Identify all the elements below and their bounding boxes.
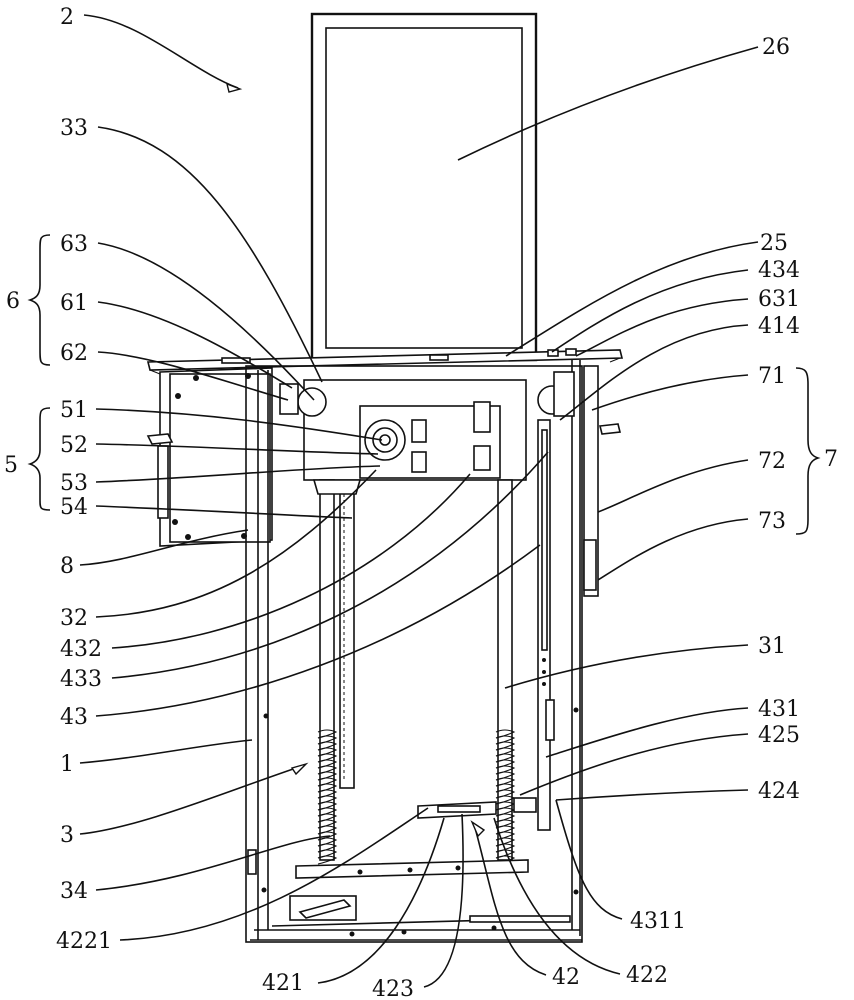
label-72: 72 [758,449,786,474]
label-5: 5 [4,453,18,478]
label-7: 7 [824,447,838,472]
label-63: 63 [60,232,88,257]
guide-columns [312,479,513,861]
brace-group-6 [27,234,51,366]
label-43: 43 [60,705,88,730]
label-61: 61 [60,291,88,316]
label-54: 54 [60,495,88,520]
springs [317,729,516,865]
side-box [146,367,273,547]
label-32: 32 [60,606,88,631]
brace-group-7 [795,367,821,535]
label-425: 425 [758,723,800,748]
label-34: 34 [60,879,88,904]
label-414: 414 [758,314,800,339]
slide-rail [537,419,555,831]
label-25: 25 [760,231,788,256]
label-422: 422 [626,963,668,988]
top-plate [146,348,624,375]
label-73: 73 [758,509,786,534]
label-431: 431 [758,697,800,722]
group-braces [27,234,821,535]
label-433: 433 [60,667,102,692]
mechanism-drawing [146,12,624,943]
label-424: 424 [758,779,800,804]
label-8: 8 [60,554,74,579]
reference-labels: 2 26 33 25 434 631 414 6 63 61 62 5 51 5… [4,5,838,1000]
leader-lines [79,14,759,988]
label-26: 26 [762,35,790,60]
arrowhead-icon [225,82,243,93]
label-421: 421 [262,971,304,996]
label-31: 31 [758,634,786,659]
label-3: 3 [60,823,74,848]
label-434: 434 [758,258,800,283]
label-52: 52 [60,433,88,458]
lower-assembly [271,797,571,937]
label-62: 62 [60,341,88,366]
label-423: 423 [372,977,414,1000]
label-1: 1 [60,752,74,777]
label-6: 6 [6,289,20,314]
label-42: 42 [552,965,580,990]
label-4221: 4221 [56,929,112,954]
carriage [279,371,575,481]
label-631: 631 [758,287,800,312]
label-51: 51 [60,398,88,423]
arrowhead-icon [290,762,309,776]
display-panel [310,12,538,362]
label-53: 53 [60,471,88,496]
main-frame [245,360,583,943]
label-71: 71 [758,364,786,389]
label-4311: 4311 [630,909,686,934]
side-module [583,365,621,597]
brace-group-5 [27,407,51,511]
label-33: 33 [60,116,88,141]
arrowhead-icon [470,820,486,838]
label-2: 2 [60,5,74,30]
coil-spring [317,729,338,865]
spring-coil-turn [317,855,338,865]
label-432: 432 [60,637,102,662]
